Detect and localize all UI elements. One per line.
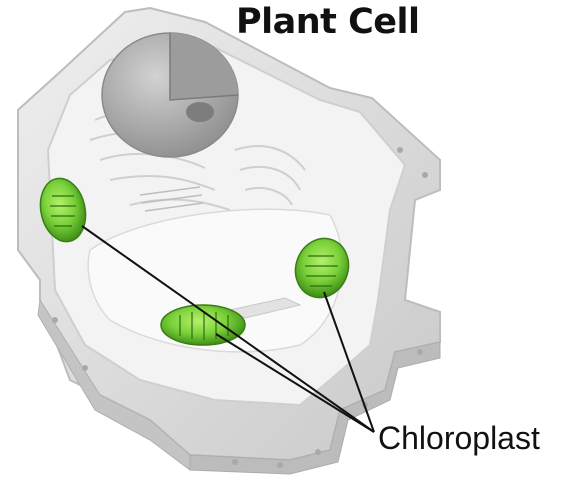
chloroplast-label: Chloroplast	[378, 420, 540, 457]
diagram-title: Plant Cell	[236, 2, 420, 42]
nucleus	[102, 33, 238, 157]
